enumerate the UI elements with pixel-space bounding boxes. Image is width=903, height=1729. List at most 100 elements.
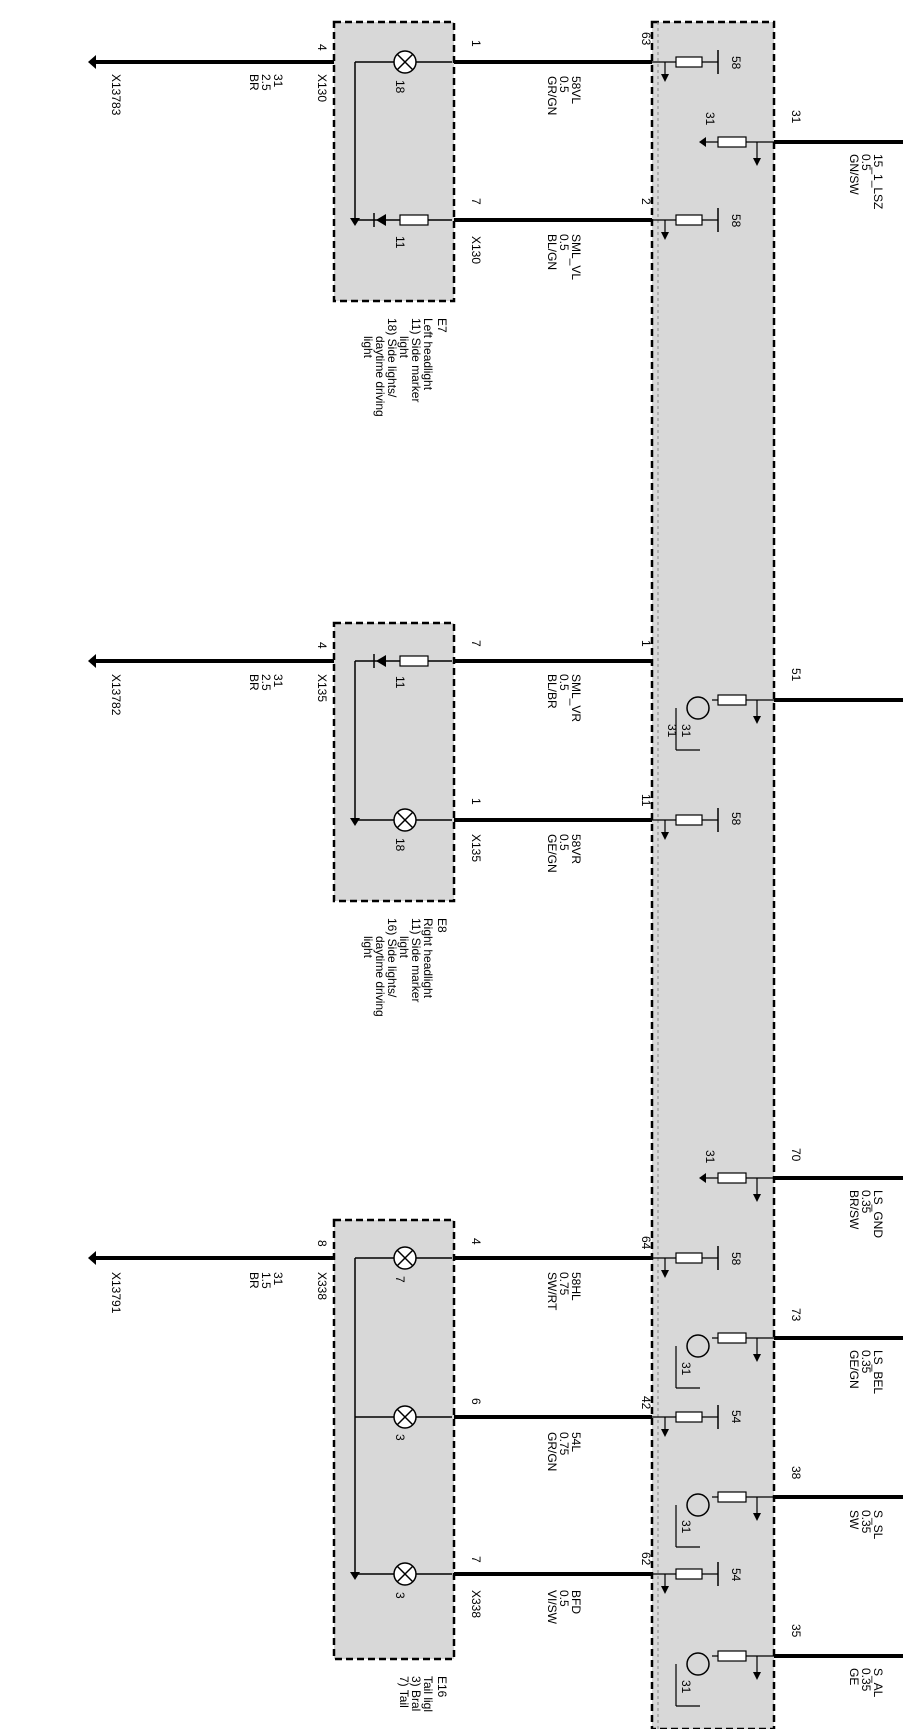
right-wire-70-line3: BR/SW: [847, 1190, 861, 1230]
e16-module-term1: 58: [729, 1252, 743, 1266]
resistor-icon: [717, 1172, 747, 1184]
resistor-icon: [675, 1252, 703, 1264]
e16-wire2-line1: 54L: [569, 1432, 583, 1452]
right-wire-38-line2: 0.35: [859, 1510, 873, 1534]
e16-connector: X338: [469, 1590, 483, 1618]
component-e16: [332, 1218, 456, 1661]
right-pin-73: 73: [789, 1308, 803, 1322]
arrow-down-icon: [753, 158, 761, 166]
e16-module-term3: 54: [729, 1568, 743, 1582]
e16-module-term2: 54: [729, 1410, 743, 1424]
right-wire-35-line3: GE: [847, 1668, 861, 1685]
led-icon: [376, 214, 386, 226]
e7-module-term1: 58: [729, 56, 743, 70]
right-term-38: 31: [679, 1520, 693, 1534]
e8-wire1-line2: 0.5: [557, 674, 571, 691]
e8-module-pin2: 11: [639, 794, 653, 807]
e8-ground-wire-line1: 31: [271, 674, 285, 688]
e8-elem2-num: 18: [393, 838, 407, 852]
right-pin-31: 31: [789, 110, 803, 124]
e16-wire3-line1: BFD: [569, 1590, 583, 1614]
right-wire-38-line3: SW: [847, 1510, 861, 1530]
e7-desc-3: light: [397, 336, 411, 359]
e8-elem2-pin: 1: [469, 798, 483, 805]
e16-elem2-pin: 6: [469, 1398, 483, 1405]
e8-desc-2: 11) Side marker: [409, 918, 423, 1002]
e7-connector: X130: [469, 236, 483, 264]
resistor-icon: [675, 56, 703, 68]
resistor-icon: [675, 814, 703, 826]
e7-wire1-line2: 0.5: [557, 76, 571, 93]
right-wire-31-line2: 0.5: [859, 154, 873, 171]
right-pin-51: 51: [789, 668, 803, 682]
e7-elem1-pin: 1: [469, 40, 483, 47]
arrow-down-icon: [753, 1354, 761, 1362]
arrow-down-icon: [753, 1672, 761, 1680]
e16-desc-2: 3) Bral: [409, 1676, 423, 1711]
right-wire-73-line3: GE/GN: [847, 1350, 861, 1389]
e8-desc-4: 16) Side lights/: [385, 918, 399, 998]
resistor-icon: [675, 1411, 703, 1423]
resistor-icon: [717, 136, 747, 148]
component-e8: [332, 621, 456, 903]
e8-ground-wire-line3: BR: [247, 674, 261, 691]
transistor-icon: [686, 696, 710, 720]
e8-ground-ref: X13782: [109, 674, 123, 716]
resistor-icon: [717, 1491, 747, 1503]
e7-box: [332, 20, 456, 303]
e7-wire1-line1: 58VL: [569, 76, 583, 104]
right-wire-31-line3: GN/SW: [847, 154, 861, 195]
e8-module-pin1: 1: [639, 640, 653, 647]
e16-wire3-line3: VI/SW: [545, 1590, 559, 1625]
right-wire-70-line2: 0.35: [859, 1190, 873, 1214]
e16-wire3-line2: 0.5: [557, 1590, 571, 1607]
e16-wire2-line3: GR/GN: [545, 1432, 559, 1471]
e7-id: E7: [435, 318, 449, 333]
e7-elem2-pin: 7: [469, 198, 483, 205]
e16-module-pin3: 62: [639, 1552, 653, 1566]
e16-elem1-pin: 4: [469, 1238, 483, 1245]
ground-wires: [88, 55, 334, 1265]
e7-module-pin2: 2: [639, 198, 653, 205]
arrow-left-icon: [699, 1173, 706, 1183]
e16-elem1-num: 7: [393, 1276, 407, 1283]
right-pin-35: 35: [789, 1624, 803, 1638]
e7-desc-5: daytime driving: [373, 336, 387, 417]
e7-wire1-line3: GR/GN: [545, 76, 559, 115]
resistor-icon: [399, 214, 429, 226]
e16-ground-wire-line2: 1.5: [259, 1272, 273, 1289]
ground-arrow-icon: [88, 55, 96, 69]
e16-module-pin1: 64: [639, 1236, 653, 1250]
e7-module-pin1: 63: [639, 32, 653, 46]
e7-ground-wire-line1: 31: [271, 74, 285, 88]
e16-elem3-num: 3: [393, 1592, 407, 1599]
right-wire-73-line2: 0.35: [859, 1350, 873, 1374]
transistor-icon: [686, 1493, 710, 1517]
e7-elem1-num: 18: [393, 80, 407, 94]
e16-elem2-num: 3: [393, 1434, 407, 1441]
e16-ground-pin: 8: [315, 1240, 329, 1247]
e16-module-pin2: 42: [639, 1396, 653, 1410]
ground-arrow-icon: [88, 1251, 96, 1265]
e16-wire1-line3: SW/RT: [545, 1272, 559, 1311]
e16-desc-3: 7) Tail: [397, 1676, 411, 1708]
e7-ground-pin: 4: [315, 44, 329, 51]
e16-box: [332, 1218, 456, 1661]
e7-wire2-line1: SML_VL: [569, 234, 583, 280]
resistor-icon: [675, 1568, 703, 1580]
e7-ground-wire-line3: BR: [247, 74, 261, 91]
e8-ground-pin: 4: [315, 642, 329, 649]
e8-desc-6: light: [361, 936, 375, 959]
module-left-elements: [652, 50, 719, 1594]
signal-wires: [454, 60, 652, 1576]
e8-labels: 4 X135 31 2.5 BR X13782 11 7 18 1 X135 S…: [109, 640, 743, 1017]
e16-desc-1: Tail ligl: [421, 1676, 435, 1712]
transistor-icon: [686, 1334, 710, 1358]
e16-ground-wire-line1: 31: [271, 1272, 285, 1286]
e8-ground-wire-line2: 2.5: [259, 674, 273, 691]
e16-id: E16: [435, 1676, 449, 1698]
e16-labels: 8 X338 31 1.5 BR X13791 7 4 3 6 3 7 X338…: [109, 1236, 743, 1712]
arrow-down-icon: [661, 74, 669, 82]
right-term-51: 31: [679, 724, 693, 738]
